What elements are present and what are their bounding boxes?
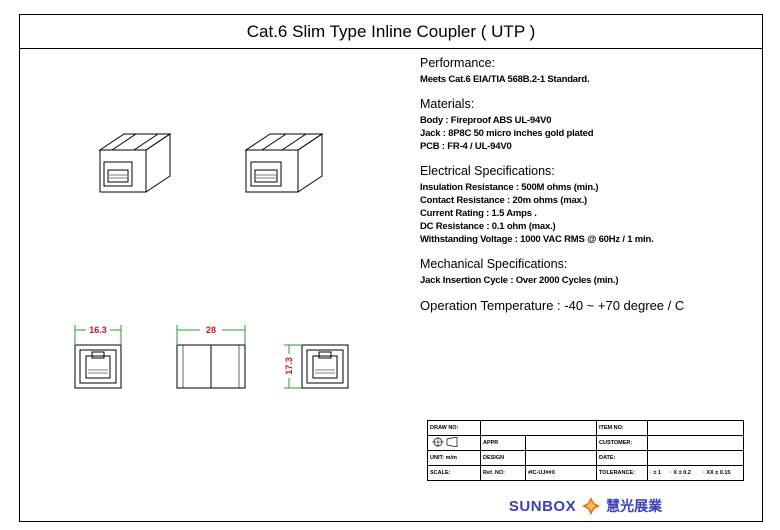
- spec-heading: Materials:: [420, 97, 475, 111]
- dimension-height: 17.3: [284, 357, 294, 375]
- dimension-length: 28: [206, 325, 216, 335]
- spec-heading: Electrical Specifications:: [420, 164, 555, 178]
- draw-no-label: DRAW NO:: [427, 420, 481, 436]
- tolerance-label: TOLERANCE:: [596, 465, 648, 481]
- customer-label: CUSTOMER:: [596, 435, 648, 451]
- projection-icon: [432, 436, 458, 448]
- page-title: Cat.6 Slim Type Inline Coupler ( UTP ): [20, 15, 762, 49]
- title-block: DRAW NO: ITEM NO: APPR CUSTOMER: UNIT: m…: [427, 420, 744, 481]
- tolerance-1: · ± 1: [647, 465, 669, 481]
- operation-temperature: Operation Temperature : -40 ~ +70 degree…: [420, 298, 685, 313]
- spec-performance: Performance: Meets Cat.6 EIA/TIA 568B.2-…: [420, 56, 740, 86]
- spec-line: PCB : FR-4 / UL-94V0: [420, 141, 512, 152]
- coupler-iso-view-1: [98, 133, 172, 193]
- spec-mechanical: Mechanical Specifications: Jack Insertio…: [420, 257, 740, 287]
- tolerance-3: · XX ± 0.15: [700, 465, 744, 481]
- brand-logo: SUNBOX 慧光展業: [427, 492, 744, 520]
- item-no-label: ITEM NO:: [596, 420, 648, 436]
- spec-materials: Materials: Body : Fireproof ABS UL-94V0 …: [420, 97, 740, 153]
- spec-line: DC Resistance : 0.1 ohm (max.): [420, 221, 556, 232]
- coupler-side-view: [176, 344, 246, 389]
- unit-cell: UNIT: m/m: [427, 450, 481, 466]
- spec-line: Contact Resistance : 20m ohms (max.): [420, 195, 588, 206]
- brand-chinese-name: 慧光展業: [606, 498, 663, 514]
- coupler-iso-view-2: [244, 133, 324, 193]
- spec-line: Meets Cat.6 EIA/TIA 568B.2-1 Standard.: [420, 74, 590, 85]
- sunbox-star-icon: [582, 497, 601, 515]
- ref-no-value: #IC-UJ##X: [525, 465, 597, 481]
- coupler-front-view: [74, 344, 122, 389]
- spec-line: Jack Insertion Cycle : Over 2000 Cycles …: [420, 275, 619, 286]
- dimension-width: 16.3: [89, 325, 107, 335]
- tolerance-2: · X ± 0.2: [668, 465, 701, 481]
- spec-line: Withstanding Voltage : 1000 VAC RMS @ 60…: [420, 234, 654, 245]
- unit-value: m/m: [445, 455, 457, 461]
- coupler-end-view: [301, 344, 349, 389]
- appr-label: APPR: [480, 435, 526, 451]
- design-label: DESIGN: [480, 450, 526, 466]
- spec-line: Current Rating : 1.5 Amps .: [420, 208, 537, 219]
- projection-symbol: [427, 435, 481, 451]
- spec-heading: Mechanical Specifications:: [420, 257, 568, 271]
- brand-name: SUNBOX: [508, 497, 577, 515]
- spec-electrical: Electrical Specifications: Insulation Re…: [420, 164, 740, 246]
- specifications: Performance: Meets Cat.6 EIA/TIA 568B.2-…: [420, 56, 740, 313]
- scale-label: SCALE:: [427, 465, 481, 481]
- ref-no-label: Ref. NO:: [480, 465, 526, 481]
- spec-line: Body : Fireproof ABS UL-94V0: [420, 115, 552, 126]
- spec-line: Insulation Resistance : 500M ohms (min.): [420, 182, 599, 193]
- spec-line: Jack : 8P8C 50 micro inches gold plated: [420, 128, 594, 139]
- spec-heading: Performance:: [420, 56, 496, 70]
- unit-label: UNIT:: [430, 455, 445, 461]
- drawing-frame: Cat.6 Slim Type Inline Coupler ( UTP ): [19, 14, 763, 522]
- date-label: DATE:: [596, 450, 648, 466]
